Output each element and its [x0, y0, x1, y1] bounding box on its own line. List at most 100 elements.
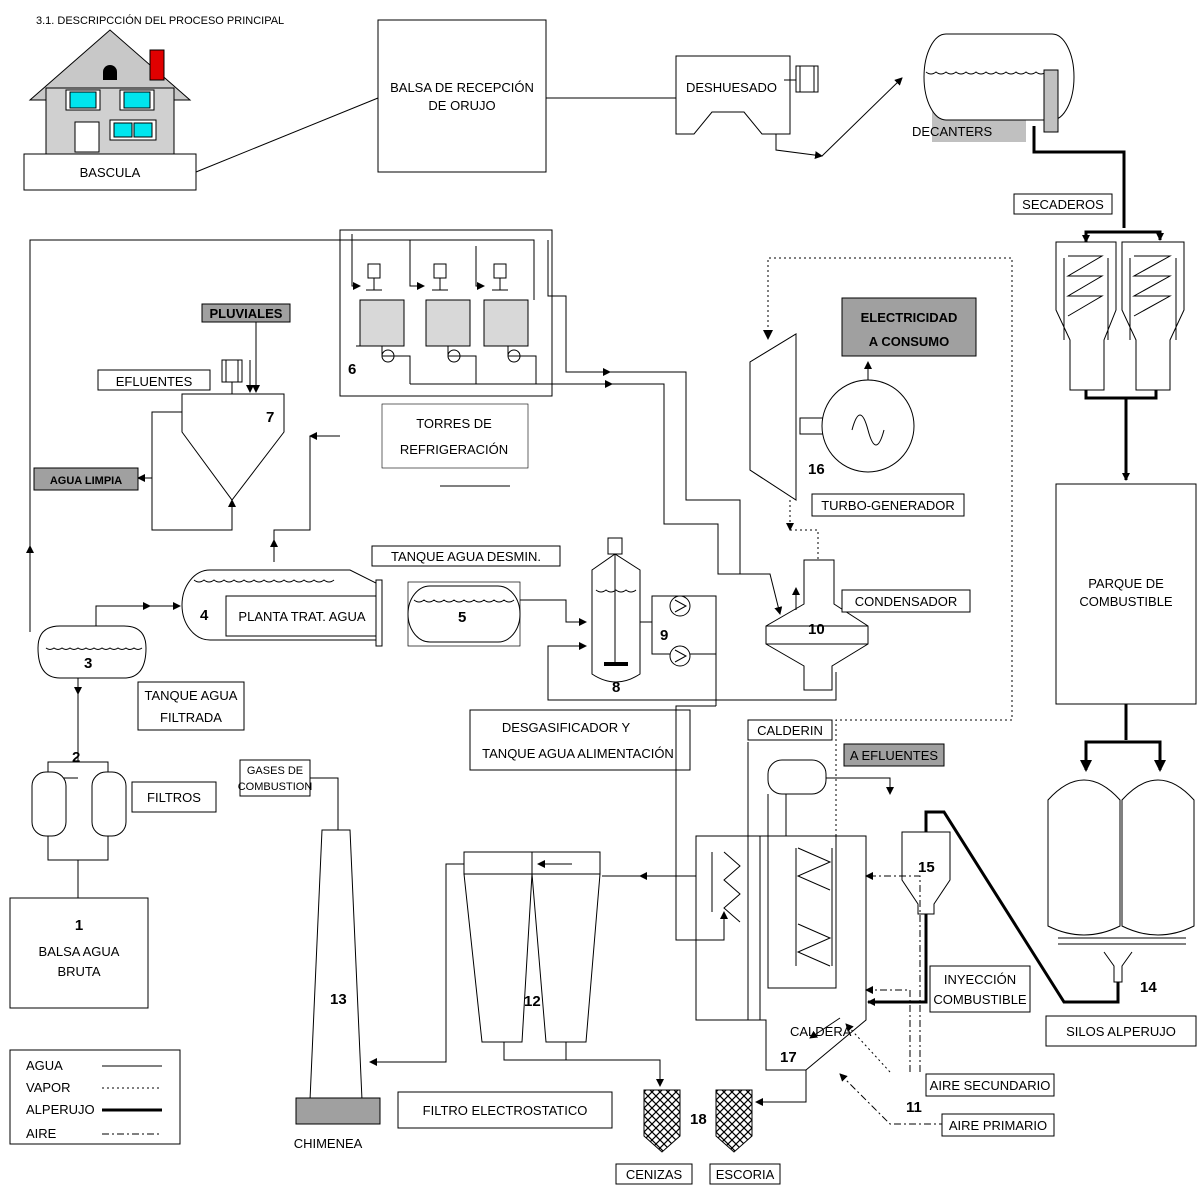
num-2: 2 — [72, 749, 80, 766]
filtro-2a — [31, 771, 67, 837]
silos-box — [1045, 1015, 1197, 1047]
tanque-filtrada-box — [137, 681, 245, 731]
num-17: 17 — [780, 1049, 797, 1066]
parque-label-1: PARQUE DE — [1088, 576, 1164, 591]
filtros-box — [131, 781, 217, 813]
num-16: 16 — [808, 461, 825, 478]
num-10: 10 — [808, 621, 825, 638]
secaderos-label: SECADEROS — [1022, 197, 1104, 212]
legend-aire: AIRE — [26, 1126, 57, 1141]
tanque-filtrada-label-2: FILTRADA — [160, 710, 222, 725]
electricidad-label-2: A CONSUMO — [869, 334, 949, 349]
desgas-label-1: DESGASIFICADOR Y — [502, 720, 631, 735]
decantador-7 — [181, 393, 285, 501]
balsa-orujo-label-2: DE ORUJO — [428, 98, 495, 113]
balsa-orujo-box — [377, 19, 547, 173]
house-icon — [28, 29, 192, 159]
secaderos-box — [1013, 193, 1113, 215]
condensador-box — [841, 589, 971, 613]
calderin-box — [747, 719, 833, 741]
electricidad-label-1: ELECTRICIDAD — [861, 310, 958, 325]
generador-icon — [821, 379, 915, 473]
aire-primario-box — [941, 1113, 1055, 1137]
desgasificador-8 — [591, 537, 641, 683]
filtro-electro-box — [397, 1091, 613, 1129]
num-13: 13 — [330, 991, 347, 1008]
turbo-box — [811, 493, 965, 517]
agua-limpia-label: AGUA LIMPIA — [50, 475, 122, 487]
num-9: 9 — [660, 627, 668, 644]
aire-secundario-label: AIRE SECUNDARIO — [930, 1078, 1051, 1093]
inyeccion-label-2: COMBUSTIBLE — [933, 992, 1027, 1007]
agua-limpia-box — [33, 467, 139, 491]
num-6: 6 — [348, 361, 356, 378]
planta-tratamiento-4 — [181, 569, 383, 647]
parque-combustible-box — [1055, 483, 1197, 705]
a-efluentes-label: A EFLUENTES — [850, 748, 938, 763]
parque-label-2: COMBUSTIBLE — [1079, 594, 1173, 609]
filtro-2b — [91, 771, 127, 837]
condensador-label: CONDENSADOR — [855, 594, 958, 609]
balsa-orujo-label-1: BALSA DE RECEPCIÓN — [390, 80, 534, 95]
cenizas-hopper — [643, 1089, 681, 1153]
filtro-electro-label: FILTRO ELECTROSTATICO — [423, 1103, 588, 1118]
planta-trat-label: PLANTA TRAT. AGUA — [238, 609, 365, 624]
chimenea-base — [295, 1097, 381, 1125]
tanque-desmin-5 — [407, 581, 521, 647]
page-title: 3.1. DESCRIPCCIÓN DEL PROCESO PRINCIPAL — [36, 14, 284, 27]
balsa-bruta-label-1: BALSA AGUA — [39, 944, 120, 959]
desgas-box — [469, 709, 691, 771]
aire-primario-label: AIRE PRIMARIO — [949, 1118, 1047, 1133]
legend-alperujo: ALPERUJO — [26, 1102, 95, 1117]
tanque-desmin-label: TANQUE AGUA DESMIN. — [391, 549, 541, 564]
bascula-box — [23, 153, 197, 191]
caldera-body — [695, 835, 867, 1071]
num-8: 8 — [612, 679, 620, 696]
motor-icon-7 — [221, 359, 243, 383]
escoria-hopper — [715, 1089, 753, 1153]
turbo-label: TURBO-GENERADOR — [821, 498, 955, 513]
torres-label-2: REFRIGERACIÓN — [400, 442, 508, 457]
num-4: 4 — [200, 607, 209, 624]
motor-icon — [795, 65, 819, 93]
silos-label: SILOS ALPERUJO — [1066, 1024, 1176, 1039]
efluentes-label: EFLUENTES — [116, 374, 193, 389]
aire-secundario-box — [925, 1073, 1055, 1097]
deshuesado-machine — [675, 55, 791, 135]
num-18: 18 — [690, 1111, 707, 1128]
sobrecalentador-coil — [723, 851, 741, 923]
filtro-electrostatico-12 — [463, 851, 601, 1043]
balsa-bruta-box — [9, 897, 149, 1009]
caldera-label: CALDERA — [790, 1024, 852, 1039]
pump-icon-9a — [669, 595, 691, 617]
a-efluentes-box — [843, 743, 945, 767]
silos-alperujo — [1047, 779, 1195, 983]
legend-vapor: VAPOR — [26, 1080, 71, 1095]
electricidad-box — [841, 297, 977, 357]
gases-label-2: COMBUSTION — [238, 781, 313, 793]
num-1: 1 — [75, 917, 83, 934]
tanque-desmin-box — [371, 545, 561, 567]
efluentes-box — [97, 369, 211, 391]
calderin-label: CALDERIN — [757, 723, 823, 738]
cenizas-label: CENIZAS — [626, 1167, 683, 1182]
calderin-drum — [767, 759, 827, 795]
pluviales-label: PLUVIALES — [210, 306, 283, 321]
balsa-bruta-label-2: BRUTA — [57, 964, 100, 979]
decanters-label: DECANTERS — [912, 124, 993, 139]
torres-label-1: TORRES DE — [416, 416, 492, 431]
decanter-tank — [923, 33, 1075, 142]
escoria-box — [709, 1163, 781, 1185]
inyeccion-box — [929, 965, 1031, 1013]
pluviales-box — [201, 303, 291, 323]
tolva-15 — [901, 831, 951, 915]
escoria-label: ESCORIA — [716, 1167, 775, 1182]
chimenea-stack — [309, 829, 363, 1101]
deshuesado-label: DESHUESADO — [686, 80, 777, 95]
num-15: 15 — [918, 859, 935, 876]
pump-icon-9b — [669, 645, 691, 667]
num-7: 7 — [266, 409, 274, 426]
chimenea-label: CHIMENEA — [294, 1136, 363, 1151]
gases-label-1: GASES DE — [247, 765, 303, 777]
